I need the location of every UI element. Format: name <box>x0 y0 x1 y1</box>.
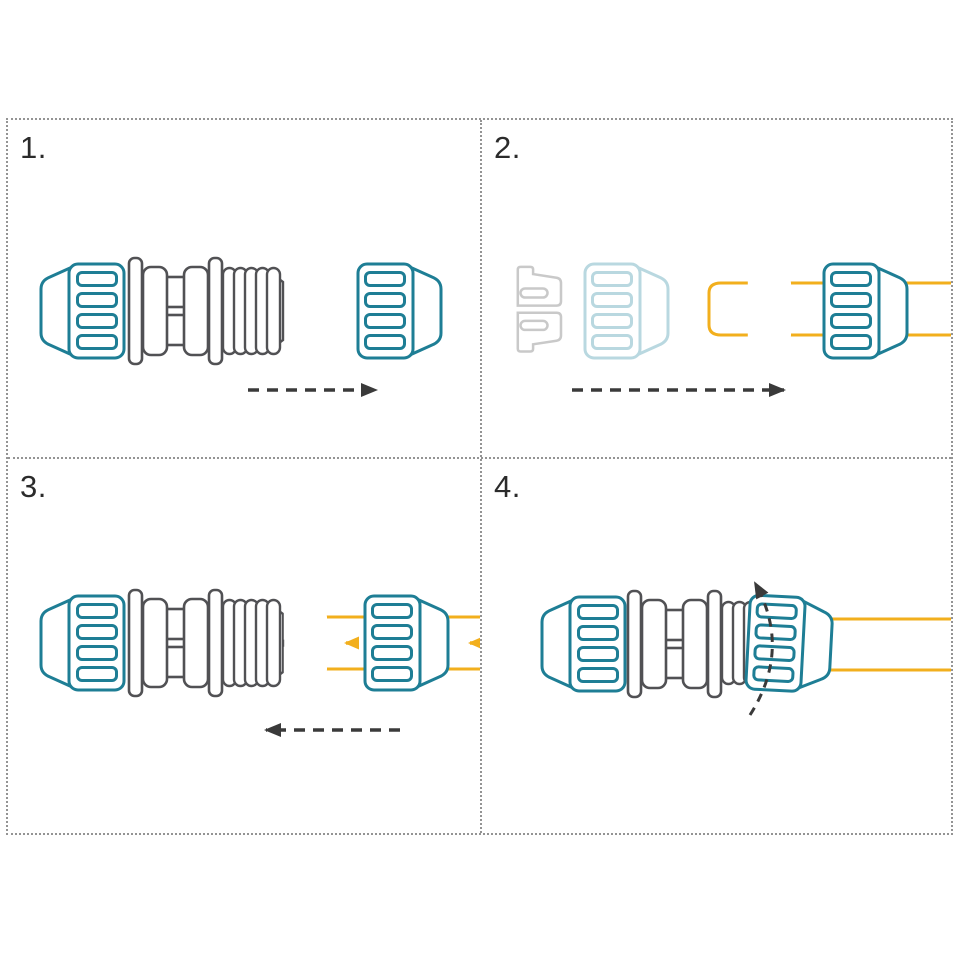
coupling-nut-on-pipe <box>363 594 450 692</box>
pipe <box>820 617 951 672</box>
step-3-number: 3. <box>20 469 47 504</box>
step-2-number: 2. <box>494 130 521 165</box>
panel-divider-horizontal <box>8 457 951 459</box>
panel-divider-vertical <box>480 120 482 833</box>
rotate-arrow-icon <box>748 581 774 716</box>
coupling-nut-right <box>356 262 443 360</box>
step-panel-4: 4. <box>482 459 951 833</box>
step-1-illustration <box>39 256 443 397</box>
fitting-body <box>626 589 759 699</box>
step-panel-2: 2. <box>482 120 951 457</box>
pipe <box>707 281 951 337</box>
fitting-body <box>127 588 285 698</box>
step-3-illustration <box>39 588 480 737</box>
coupling-nut-left <box>39 594 126 692</box>
step-4-number: 4. <box>494 469 521 504</box>
coupling-nut-on-pipe <box>822 262 909 360</box>
step-1-number: 1. <box>20 130 47 165</box>
grip-ring <box>284 601 327 686</box>
fitting-body <box>127 256 285 366</box>
grip-ring-on-pipe <box>748 267 791 352</box>
step-panel-1: 1. <box>8 120 480 457</box>
grip-ring-ghost <box>518 267 561 352</box>
grip-ring <box>299 269 346 354</box>
coupling-nut-tightened <box>744 593 835 695</box>
dotted-frame: 1. 2. <box>6 118 953 835</box>
coupling-nut-ghost <box>583 262 670 360</box>
coupling-nut-left <box>39 262 126 360</box>
coupling-nut-left <box>540 595 627 693</box>
step-panel-3: 3. <box>8 459 480 833</box>
step-4-illustration <box>540 581 951 716</box>
step-2-illustration <box>482 262 951 397</box>
